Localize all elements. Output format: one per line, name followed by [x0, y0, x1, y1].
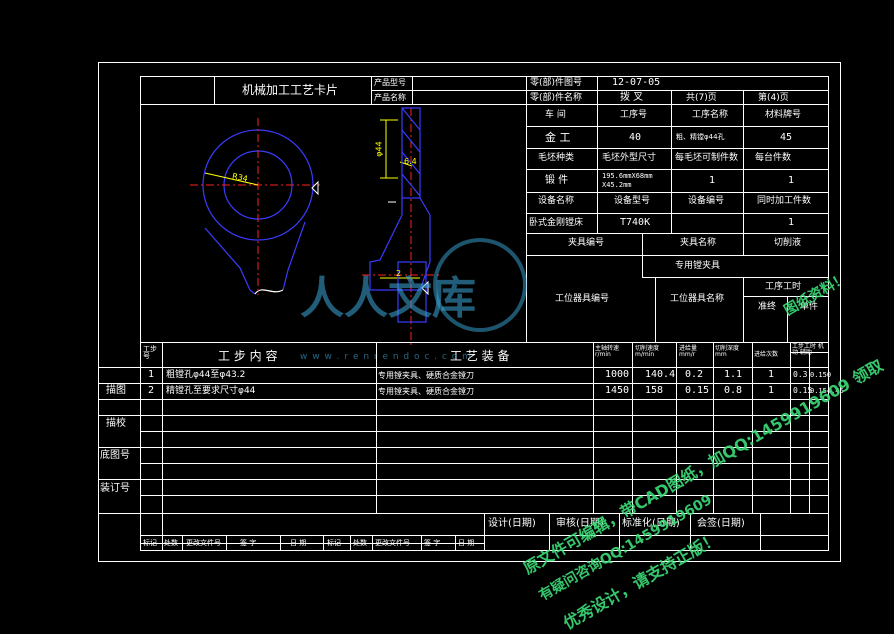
- sign-review: 审核(日期): [556, 518, 604, 529]
- process-time-label: 工序工时: [765, 282, 802, 292]
- side-trace: 描图: [106, 385, 126, 396]
- per-blank-value: 1: [709, 175, 716, 186]
- sign-standard: 标准化(日期): [622, 518, 680, 529]
- sign-count-2: 处数: [353, 539, 367, 547]
- product-name-label: 产品名称: [374, 93, 406, 102]
- side-base-no: 底图号: [100, 450, 130, 461]
- step-no: 1: [148, 369, 155, 380]
- watermark-brand: 人人文库: [300, 273, 476, 324]
- process-name-label: 工序名称: [692, 110, 729, 120]
- side-check: 描校: [106, 418, 126, 429]
- header-step-no: 工步号: [143, 345, 157, 360]
- dim-2: 2: [396, 269, 402, 278]
- blank-size-value-2: X45.2mm: [602, 181, 632, 189]
- card-title: 机械加工工艺卡片: [242, 83, 339, 97]
- step-speed: 1450: [605, 385, 630, 396]
- part-no-value: 12-07-05: [612, 77, 661, 88]
- step-passes: 1: [768, 385, 775, 396]
- header-feed: 进给量 mm/r: [679, 345, 698, 358]
- header-passes: 进给次数: [754, 351, 779, 358]
- step-vc: 140.4: [645, 369, 676, 380]
- per-blank-label: 每毛坯可制件数: [675, 153, 739, 163]
- step-vc: 158: [645, 385, 664, 396]
- blank-size-label: 毛坯外型尺寸: [602, 153, 657, 163]
- equip-no-label: 设备编号: [688, 196, 725, 206]
- side-bind-no: 装订号: [100, 483, 130, 494]
- step-feed: 0.15: [685, 385, 710, 396]
- sign-design: 设计(日期): [488, 518, 536, 529]
- sign-mark: 标记: [143, 539, 157, 547]
- process-no-label: 工序号: [620, 110, 648, 120]
- prep-label: 准终: [758, 302, 777, 312]
- simul-label: 同时加工件数: [757, 196, 812, 206]
- step-feed: 0.2: [685, 369, 704, 380]
- per-unit-value: 1: [788, 175, 795, 186]
- step-ta: 0.154.45: [810, 387, 844, 395]
- total-pages: 共(7)页: [686, 93, 717, 103]
- step-depth: 1.1: [724, 369, 743, 380]
- part-name-value: 拨 叉: [620, 92, 644, 103]
- material-label: 材料牌号: [765, 110, 802, 120]
- header-time: 工步工时 机动 辅助: [792, 343, 824, 356]
- product-model-label: 产品型号: [374, 78, 406, 87]
- equip-name-label: 设备名称: [538, 196, 575, 206]
- header-depth: 切削深度 mm: [715, 345, 740, 358]
- sign-date-2: 日 期: [458, 539, 475, 547]
- step-ta: 0.150: [810, 371, 832, 379]
- part-name-label: 零(部)件名称: [530, 93, 583, 103]
- step-no: 2: [148, 385, 155, 396]
- header-cut-speed: 切削速度 m/min: [635, 345, 660, 358]
- page-no: 第(4)页: [758, 93, 789, 103]
- header-equipment: 工 艺 装 备: [450, 349, 510, 363]
- process-no-value: 40: [629, 132, 642, 143]
- unit-label: 单件: [800, 302, 819, 312]
- equip-model-label: 设备型号: [614, 196, 651, 206]
- step-passes: 1: [768, 369, 775, 380]
- per-unit-label: 每台件数: [755, 153, 792, 163]
- sign-doc: 更改文件号: [186, 539, 221, 547]
- dimensions: [204, 119, 420, 279]
- fixture-name-label: 夹具名称: [680, 238, 717, 248]
- station-no-label: 工位器具编号: [555, 294, 610, 304]
- material-value: 45: [780, 132, 793, 143]
- sign-signature: 签 字: [240, 539, 257, 547]
- fixture-name-value: 专用镗夹具: [675, 261, 721, 271]
- step-content: 精镗孔至要求尺寸φ44: [166, 386, 256, 396]
- workshop-value: 金 工: [545, 131, 571, 144]
- dim-d44: φ44: [374, 141, 384, 157]
- step-equip: 专用镗夹具、硬质合金镗刀: [378, 371, 474, 380]
- equip-name-value: 卧式金刚镗床: [529, 218, 584, 228]
- sign-mark-2: 标记: [327, 539, 341, 547]
- sign-count: 处数: [164, 539, 178, 547]
- sign-date: 日 期: [290, 539, 307, 547]
- workshop-label: 车 间: [545, 110, 566, 120]
- watermark-url: w w w . r e n r e n d o c . c o m: [300, 352, 472, 362]
- header-content: 工 步 内 容: [218, 349, 278, 363]
- step-content: 粗镗孔φ44至φ43.2: [166, 370, 246, 380]
- process-name-value: 粗、精镗φ44孔: [676, 133, 725, 141]
- dim-roughness: 6.4: [404, 157, 417, 166]
- sign-doc-2: 更改文件号: [375, 539, 410, 547]
- blank-type-value: 锻 件: [545, 175, 569, 186]
- step-tm: 0.3: [793, 370, 808, 379]
- equip-model-value: T740K: [620, 217, 651, 228]
- blank-type-label: 毛坯种类: [538, 153, 575, 163]
- simul-value: 1: [788, 217, 795, 228]
- blank-size-value-1: 195.6mmX68mm: [602, 172, 653, 180]
- sign-sign: 会签(日期): [697, 518, 745, 529]
- coolant-label: 切削液: [774, 238, 802, 248]
- station-name-label: 工位器具名称: [670, 294, 725, 304]
- part-no-label: 零(部)件图号: [530, 78, 583, 88]
- step-tm: 0.15: [793, 386, 813, 395]
- sign-signature-2: 签 字: [424, 539, 441, 547]
- center-lines: [190, 108, 440, 345]
- step-speed: 1000: [605, 369, 630, 380]
- step-equip: 专用镗夹具、硬质合金镗刀: [378, 387, 474, 396]
- step-depth: 0.8: [724, 385, 743, 396]
- fixture-no-label: 夹具编号: [568, 238, 605, 248]
- watermark-logo: [433, 238, 527, 332]
- header-speed: 主轴转速 r/min: [595, 345, 620, 358]
